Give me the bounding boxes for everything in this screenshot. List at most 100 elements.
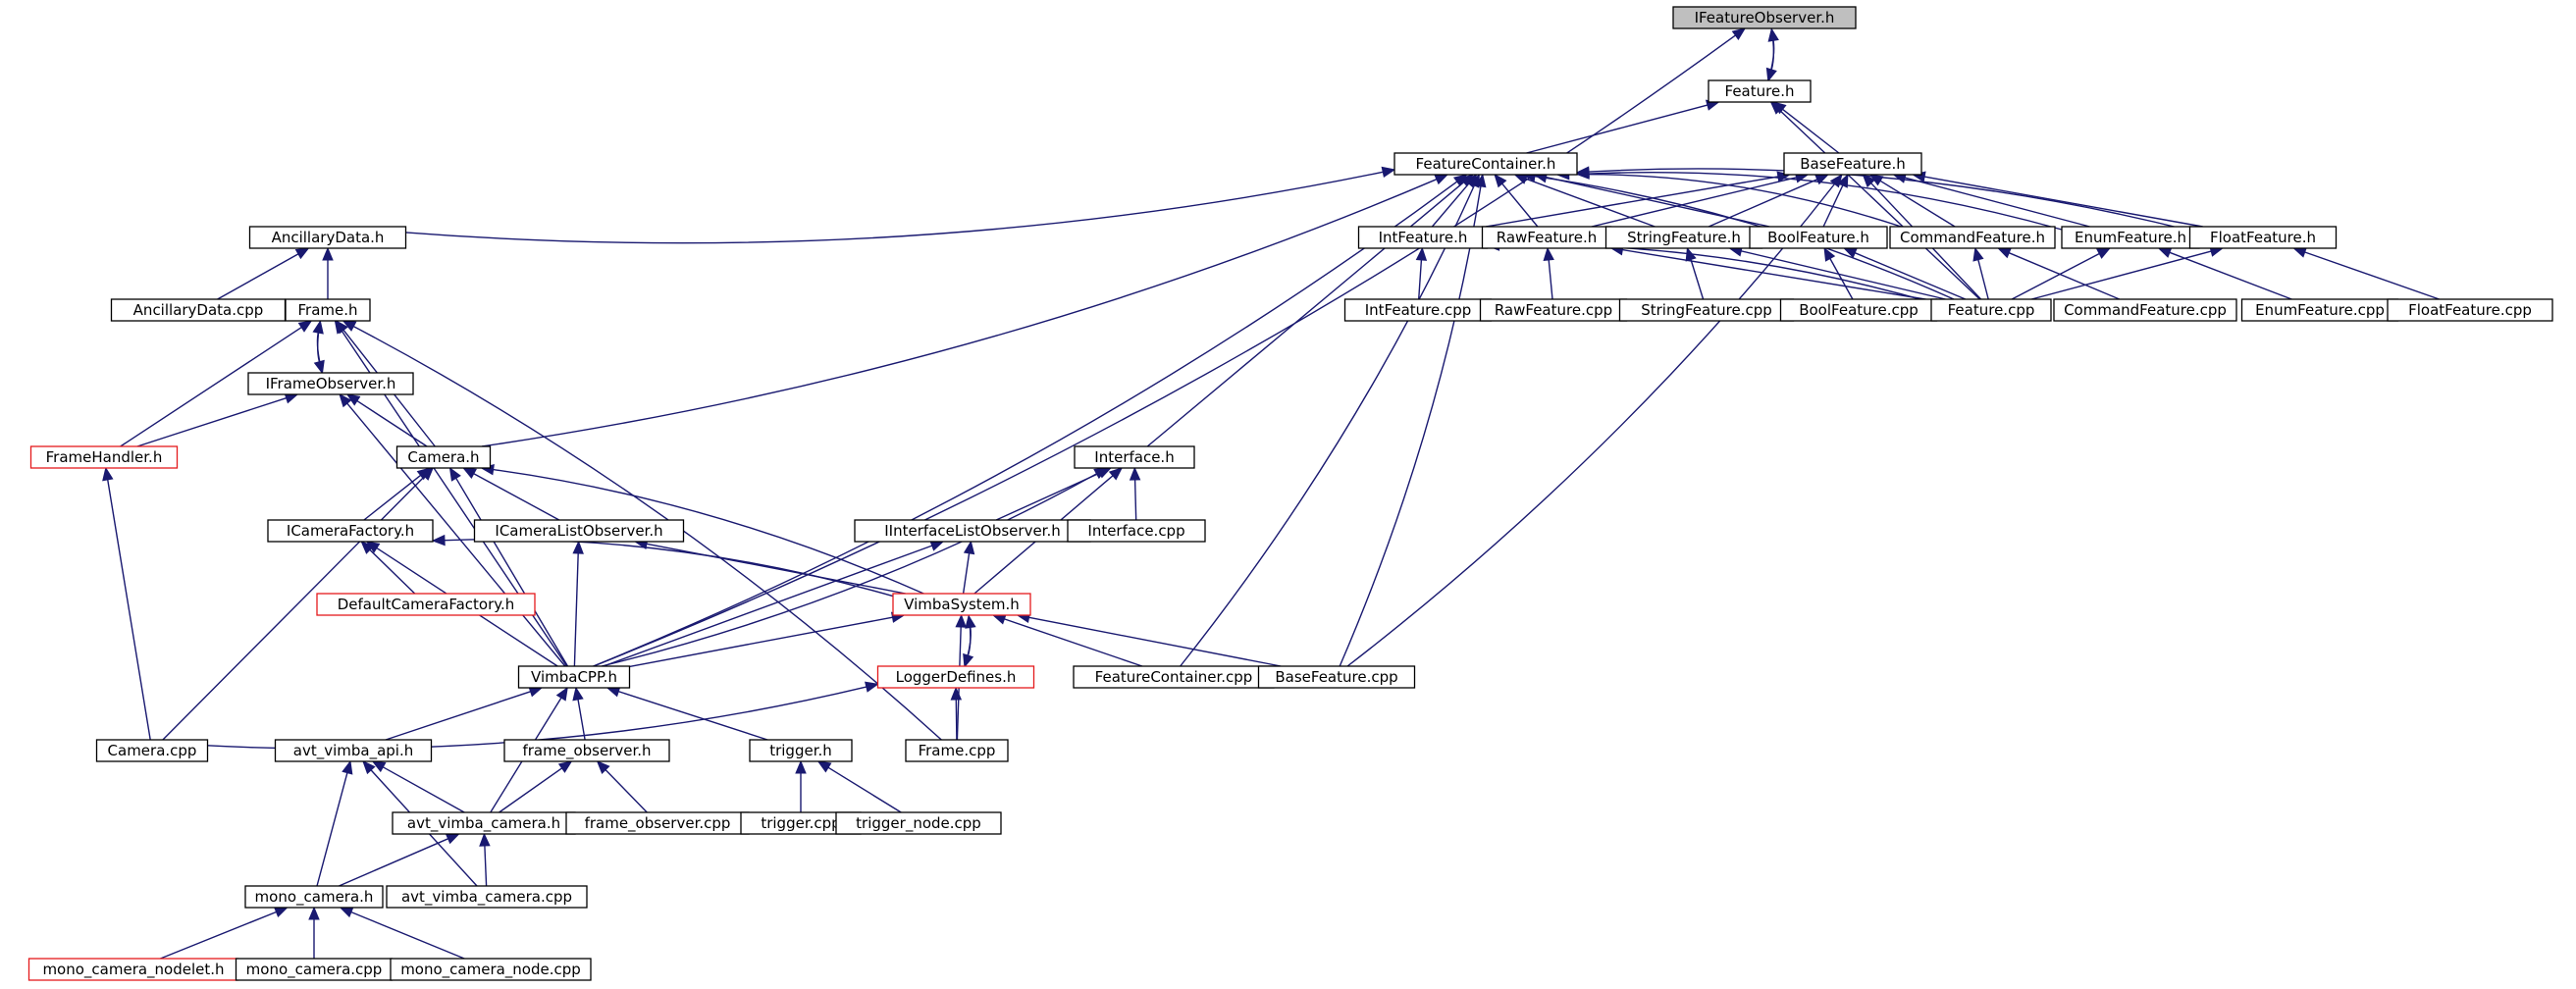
arrowhead-BaseFeature_h <box>1829 173 1843 188</box>
node-box <box>29 445 179 469</box>
arrowhead-StringFeature_h <box>1685 246 1697 262</box>
node-ifeatureobserver-h[interactable]: IFeatureObserver.h <box>1672 6 1857 29</box>
edge-VimbaSystem_h-to-IInterfaceListObserver_h <box>962 552 971 595</box>
edge-RawFeature_h-to-BaseFeature_h <box>1591 177 1797 228</box>
edge-avt_vimba_camera_h-to-frame_observer_h <box>499 767 563 813</box>
arrowhead-LoggerDefines_h <box>865 681 879 693</box>
node-mono-camera-node-cpp[interactable]: mono_camera_node.cpp <box>390 958 592 981</box>
node-feature-h[interactable]: Feature.h <box>1708 79 1812 103</box>
node-commandfeature-cpp[interactable]: CommandFeature.cpp <box>2053 298 2237 322</box>
node-frame-cpp[interactable]: Frame.cpp <box>905 739 1009 762</box>
arrowhead-LoggerDefines_h <box>963 652 974 668</box>
node-avt-vimba-camera-h[interactable]: avt_vimba_camera.h <box>392 811 576 835</box>
node-box <box>248 226 407 249</box>
node-boolfeature-h[interactable]: BoolFeature.h <box>1749 226 1888 249</box>
node-camera-h[interactable]: Camera.h <box>395 445 492 469</box>
arrowhead-mono_camera_h <box>308 906 320 920</box>
node-box <box>1257 665 1416 689</box>
node-trigger-h[interactable]: trigger.h <box>749 739 853 762</box>
edge-FeatureContainer_h-to-Feature_h <box>1526 104 1709 154</box>
node-featurecontainer-h[interactable]: FeatureContainer.h <box>1393 152 1578 176</box>
node-mono-camera-h[interactable]: mono_camera.h <box>244 885 384 909</box>
node-floatfeature-h[interactable]: FloatFeature.h <box>2188 226 2338 249</box>
node-stringfeature-cpp[interactable]: StringFeature.cpp <box>1618 298 1795 322</box>
edge-Feature_cpp-to-CommandFeature_h <box>1977 259 1989 300</box>
node-frame-observer-cpp[interactable]: frame_observer.cpp <box>565 811 750 835</box>
node-iframeobserver-h[interactable]: IFrameObserver.h <box>247 372 414 395</box>
node-label: mono_camera_node.cpp <box>400 961 581 979</box>
edge-Frame_cpp-to-LoggerDefines_h <box>955 699 958 741</box>
arrowhead-ICameraFactory_h <box>360 541 375 554</box>
edge-IntFeature_cpp-to-IntFeature_h <box>1418 259 1423 300</box>
node-label: CommandFeature.h <box>1900 229 2045 246</box>
node-enumfeature-h[interactable]: EnumFeature.h <box>2061 226 2200 249</box>
node-ancillarydata-h[interactable]: AncillaryData.h <box>248 226 407 249</box>
edge-BaseFeature_cpp-to-FeatureContainer_h <box>1339 185 1482 667</box>
node-trigger-node-cpp[interactable]: trigger_node.cpp <box>835 811 1002 835</box>
node-label: frame_observer.h <box>522 742 651 760</box>
edge-mono_camera_h-to-avt_vimba_api_h <box>316 772 348 887</box>
node-iinterfacelistobserver-h[interactable]: IInterfaceListObserver.h <box>854 519 1091 543</box>
node-label: Interface.cpp <box>1087 522 1184 540</box>
node-label: Camera.h <box>407 448 479 466</box>
node-mono-camera-nodelet-h[interactable]: mono_camera_nodelet.h <box>27 958 239 981</box>
node-box <box>1749 226 1888 249</box>
node-avt-vimba-camera-cpp[interactable]: avt_vimba_camera.cpp <box>386 885 588 909</box>
node-loggerdefines-h[interactable]: LoggerDefines.h <box>876 665 1035 689</box>
node-commandfeature-h[interactable]: CommandFeature.h <box>1889 226 2056 249</box>
edge-Interface_h-to-FeatureContainer_h <box>1146 182 1465 447</box>
node-label: BaseFeature.h <box>1800 155 1905 173</box>
arrowhead-avt_vimba_camera_h <box>479 832 491 847</box>
arrowhead-ICameraListObserver_h <box>572 540 584 554</box>
node-stringfeature-h[interactable]: StringFeature.h <box>1604 226 1763 249</box>
node-floatfeature-cpp[interactable]: FloatFeature.cpp <box>2387 298 2553 322</box>
node-boolfeature-cpp[interactable]: BoolFeature.cpp <box>1779 298 1938 322</box>
node-label: Interface.h <box>1094 448 1174 466</box>
node-vimbacpp-h[interactable]: VimbaCPP.h <box>517 665 631 689</box>
node-enumfeature-cpp[interactable]: EnumFeature.cpp <box>2240 298 2399 322</box>
node-interface-cpp[interactable]: Interface.cpp <box>1067 519 1206 543</box>
node-label: DefaultCameraFactory.h <box>338 596 515 613</box>
node-label: EnumFeature.cpp <box>2255 301 2385 319</box>
node-box <box>892 593 1031 616</box>
node-ancillarydata-cpp[interactable]: AncillaryData.cpp <box>110 298 287 322</box>
node-icamerafactory-h[interactable]: ICameraFactory.h <box>267 519 434 543</box>
edge-avt_vimba_camera_cpp-to-avt_vimba_camera_h <box>484 845 488 887</box>
node-frame-h[interactable]: Frame.h <box>285 298 371 322</box>
node-camera-cpp[interactable]: Camera.cpp <box>95 739 209 762</box>
edge-DefaultCameraFactory_h-to-ICameraFactory_h <box>369 548 416 595</box>
node-trigger-cpp[interactable]: trigger.cpp <box>740 811 862 835</box>
edge-Feature_cpp-to-FloatFeature_h <box>2031 250 2212 300</box>
node-intfeature-h[interactable]: IntFeature.h <box>1357 226 1489 249</box>
node-box <box>267 519 434 543</box>
node-box <box>835 811 1002 835</box>
node-label: AncillaryData.cpp <box>133 301 264 319</box>
node-framehandler-h[interactable]: FrameHandler.h <box>29 445 179 469</box>
node-rawfeature-h[interactable]: RawFeature.h <box>1481 226 1612 249</box>
edge-VimbaSystem_h-to-ICameraListObserver_h <box>646 543 906 595</box>
node-feature-cpp[interactable]: Feature.cpp <box>1930 298 2052 322</box>
node-icameralistobserver-h[interactable]: ICameraListObserver.h <box>473 519 685 543</box>
node-featurecontainer-cpp[interactable]: FeatureContainer.cpp <box>1073 665 1275 689</box>
node-basefeature-h[interactable]: BaseFeature.h <box>1783 152 1922 176</box>
node-label: StringFeature.cpp <box>1641 301 1772 319</box>
edge-ICameraListObserver_h-to-Camera_h <box>473 473 560 521</box>
edge-VimbaCPP_h-to-IFrameObserver_h <box>346 402 566 667</box>
arrowhead-AncillaryData_h <box>322 246 334 261</box>
node-label: Feature.h <box>1725 82 1795 100</box>
arrowhead-BoolFeature_h <box>1823 246 1836 262</box>
arrowhead-IFrameObserver_h <box>313 359 325 375</box>
node-label: FeatureContainer.h <box>1416 155 1556 173</box>
node-label: Frame.cpp <box>919 742 996 759</box>
node-mono-camera-cpp[interactable]: mono_camera.cpp <box>235 958 394 981</box>
node-defaultcamerafactory-h[interactable]: DefaultCameraFactory.h <box>316 593 536 616</box>
node-intfeature-cpp[interactable]: IntFeature.cpp <box>1343 298 1493 322</box>
node-rawfeature-cpp[interactable]: RawFeature.cpp <box>1479 298 1628 322</box>
node-avt-vimba-api-h[interactable]: avt_vimba_api.h <box>274 739 433 762</box>
arrowhead-IInterfaceListObserver_h <box>963 540 975 555</box>
node-basefeature-cpp[interactable]: BaseFeature.cpp <box>1257 665 1416 689</box>
node-frame-observer-h[interactable]: frame_observer.h <box>503 739 670 762</box>
arrowhead-FeatureContainer_h <box>1434 174 1449 185</box>
node-vimbasystem-h[interactable]: VimbaSystem.h <box>892 593 1031 616</box>
node-interface-h[interactable]: Interface.h <box>1074 445 1195 469</box>
